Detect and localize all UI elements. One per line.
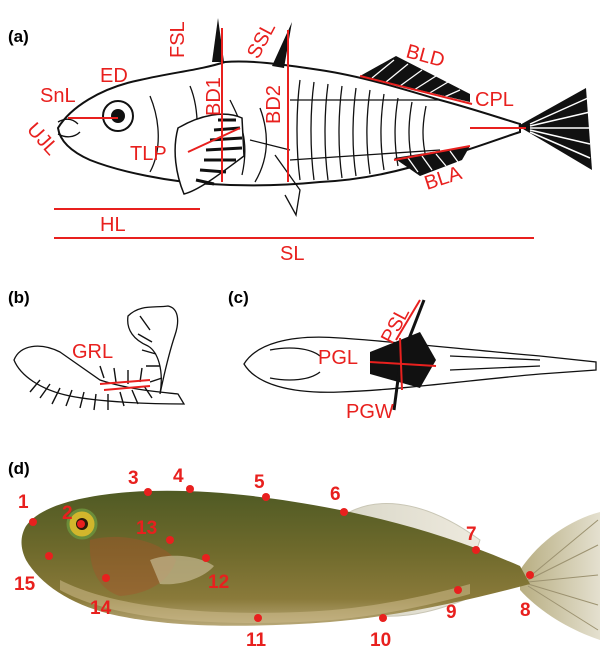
panel-d-label: (d) xyxy=(8,459,30,478)
label-pgl: PGL xyxy=(318,347,358,369)
landmark-label-5: 5 xyxy=(254,472,265,493)
label-tlp: TLP xyxy=(130,143,167,165)
panel-b-label: (b) xyxy=(8,288,30,307)
landmark-label-15: 15 xyxy=(14,574,36,595)
label-ujl: UJL xyxy=(22,119,62,160)
panel-a: (a) xyxy=(8,18,592,265)
landmark-label-1: 1 xyxy=(18,492,29,513)
landmark-dot-6 xyxy=(340,508,348,516)
landmark-label-4: 4 xyxy=(173,466,184,487)
label-sl: SL xyxy=(280,243,304,265)
panel-b: (b) GRL xyxy=(8,288,184,410)
label-ed: ED xyxy=(100,65,128,87)
fish-line-drawing xyxy=(58,18,592,215)
landmark-dot-5 xyxy=(262,493,270,501)
ventral-lines xyxy=(450,356,540,370)
landmark-label-13: 13 xyxy=(136,518,157,539)
landmark-dot-9 xyxy=(454,586,462,594)
pelvic-girdle xyxy=(370,332,436,388)
landmark-dot-1 xyxy=(29,518,37,526)
label-hl: HL xyxy=(100,214,126,236)
landmark-dot-15 xyxy=(45,552,53,560)
landmark-label-14: 14 xyxy=(90,598,112,619)
landmark-label-6: 6 xyxy=(330,484,341,505)
label-snl: SnL xyxy=(40,85,76,107)
panel-a-label: (a) xyxy=(8,27,29,46)
landmark-dot-8 xyxy=(526,571,534,579)
landmark-dot-4 xyxy=(186,485,194,493)
landmark-label-7: 7 xyxy=(466,524,477,545)
panel-c: (c) PSL PGL PGW xyxy=(228,288,596,423)
eye-pupil xyxy=(111,109,125,123)
label-bd2: BD2 xyxy=(263,85,285,124)
panel-c-label: (c) xyxy=(228,288,249,307)
landmark-dot-12 xyxy=(202,554,210,562)
landmark-dot-2 xyxy=(77,520,85,528)
landmark-label-9: 9 xyxy=(446,602,457,623)
landmark-label-11: 11 xyxy=(246,630,267,651)
landmark-dot-10 xyxy=(379,614,387,622)
panel-d: (d) xyxy=(8,459,600,651)
label-bd1: BD1 xyxy=(203,77,225,116)
gill-raker-spikes xyxy=(30,316,162,410)
landmark-label-8: 8 xyxy=(520,600,531,621)
label-fsl: FSL xyxy=(167,21,189,58)
landmark-dot-3 xyxy=(144,488,152,496)
ventral-head-lines xyxy=(270,348,320,380)
label-grl: GRL xyxy=(72,341,113,363)
label-cpl: CPL xyxy=(475,89,514,111)
label-ssl: SSL xyxy=(243,19,280,63)
landmark-dot-11 xyxy=(254,614,262,622)
caudal-fin xyxy=(518,88,592,170)
landmark-label-10: 10 xyxy=(370,630,391,651)
landmark-label-2: 2 xyxy=(62,503,73,524)
ventral-view-drawing xyxy=(244,300,596,410)
landmark-label-12: 12 xyxy=(208,572,229,593)
landmark-dot-13 xyxy=(166,536,174,544)
landmark-label-3: 3 xyxy=(128,468,139,489)
landmark-dot-14 xyxy=(102,574,110,582)
label-pgw: PGW xyxy=(346,401,394,423)
landmark-dot-7 xyxy=(472,546,480,554)
